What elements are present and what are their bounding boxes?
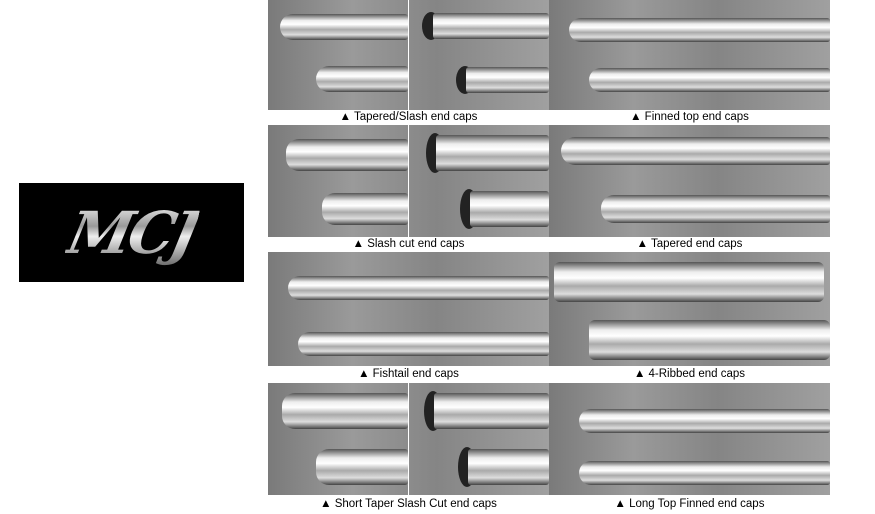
tile-fishtail[interactable]: ▲ Fishtail end caps <box>268 252 549 383</box>
tapered-photo <box>549 125 830 237</box>
caption: ▲ Slash cut end caps <box>268 237 549 252</box>
tile-tapered-slash[interactable]: ▲ Tapered/Slash end caps <box>268 0 549 125</box>
caption: ▲ Finned top end caps <box>549 110 830 125</box>
caption: ▲ Short Taper Slash Cut end caps <box>268 495 549 514</box>
tile-short-taper-slash-cut[interactable]: ▲ Short Taper Slash Cut end caps <box>268 383 549 514</box>
tile-slash-cut[interactable]: ▲ Slash cut end caps <box>268 125 549 252</box>
logo-text: MCJ <box>61 198 202 267</box>
caption: ▲ Tapered/Slash end caps <box>268 110 549 125</box>
tile-finned-top[interactable]: ▲ Finned top end caps <box>549 0 830 125</box>
slash-cut-photo <box>268 125 549 237</box>
caption: ▲ Fishtail end caps <box>268 366 549 383</box>
end-caps-gallery: ▲ Tapered/Slash end caps ▲ Finned top en… <box>268 0 830 514</box>
long-top-finned-photo <box>549 383 830 495</box>
caption: ▲ Tapered end caps <box>549 237 830 252</box>
finned-top-photo <box>549 0 830 110</box>
caption: ▲ 4-Ribbed end caps <box>549 366 830 383</box>
tapered-slash-photo <box>268 0 549 110</box>
caption: ▲ Long Top Finned end caps <box>549 495 830 514</box>
fishtail-photo <box>268 252 549 366</box>
4-ribbed-photo <box>549 252 830 366</box>
tile-tapered[interactable]: ▲ Tapered end caps <box>549 125 830 252</box>
tile-4-ribbed[interactable]: ▲ 4-Ribbed end caps <box>549 252 830 383</box>
tile-long-top-finned[interactable]: ▲ Long Top Finned end caps <box>549 383 830 514</box>
short-taper-slash-cut-photo <box>268 383 549 495</box>
mcj-logo[interactable]: MCJ <box>19 183 244 282</box>
